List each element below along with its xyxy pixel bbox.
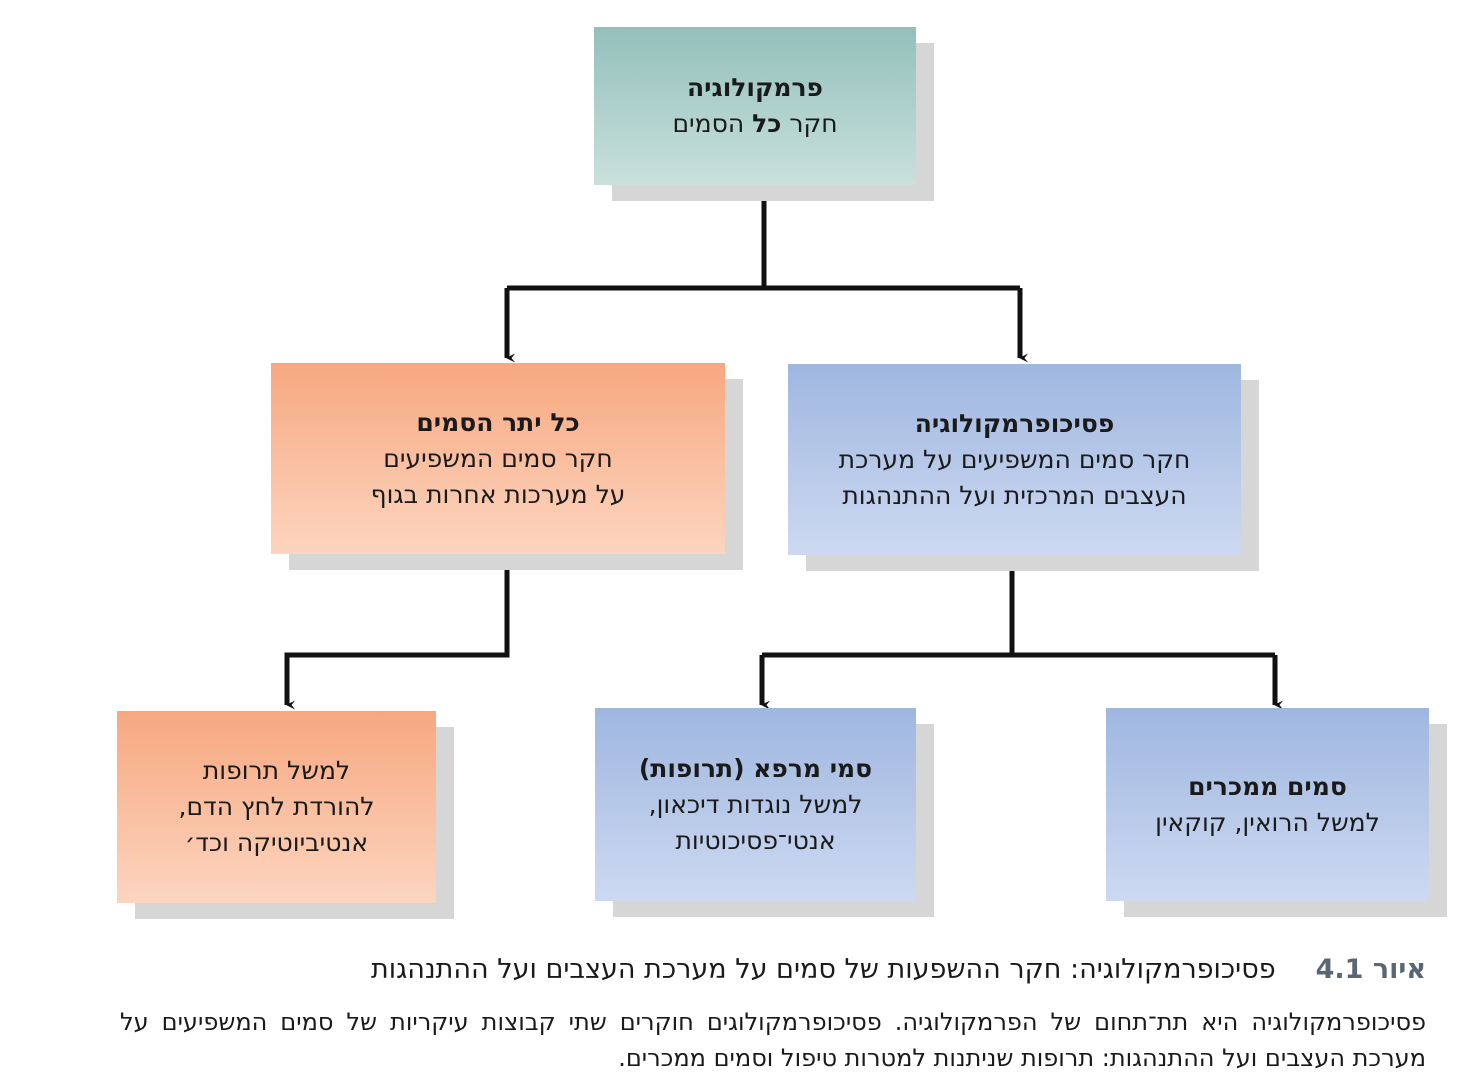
arrow-to-other-example <box>284 556 510 710</box>
box-medicinal-drugs: סמי מרפא (תרופות) למשל נוגדות דיכאון, אנ… <box>595 708 916 901</box>
line-suffix: הסמים <box>672 109 753 138</box>
box-line: למשל הרואין, קוקאין <box>1155 807 1380 837</box>
box-line: למשל נוגדות דיכאון, <box>648 789 863 819</box>
box-title: סמי מרפא (תרופות) <box>638 753 873 783</box>
box-line: להורדת לחץ הדם, <box>178 792 375 821</box>
box-line: העצבים המרכזית ועל ההתנהגות <box>842 480 1187 510</box>
box-line: אנטיביוטיקה וכד׳ <box>184 828 369 857</box>
box-other-drugs: כל יתר הסמים חקר סמים המשפיעים על מערכות… <box>271 363 725 554</box>
box-line: למשל תרופות <box>202 756 351 785</box>
box-title: פרמקולוגיה <box>687 73 823 102</box>
box-line: על מערכות אחרות בגוף <box>370 479 626 509</box>
box-title: פסיכופרמקולוגיה <box>914 408 1115 438</box>
box-psychopharmacology: פסיכופרמקולוגיה חקר סמים המשפיעים על מער… <box>788 364 1241 555</box>
line-emphasis: כל <box>752 109 782 138</box>
line-prefix: חקר <box>781 109 838 138</box>
box-other-example: למשל תרופות להורדת לחץ הדם, אנטיביוטיקה … <box>117 711 436 903</box>
figure-label-word: איור <box>1372 954 1426 985</box>
figure-caption: איור 4.1 פסיכופרמקולוגיה: חקר ההשפעות של … <box>126 950 1426 990</box>
box-line: חקר סמים המשפיעים <box>383 443 613 473</box>
box-pharmacology: פרמקולוגיה חקר כל הסמים <box>594 27 916 185</box>
figure-description: פסיכופרמקולוגיה היא תת־תחום של הפרמקולוג… <box>120 1008 1426 1072</box>
box-line: אנטי־פסיכוטיות <box>675 825 836 855</box>
box-title: סמים ממכרים <box>1188 771 1347 801</box>
box-title: כל יתר הסמים <box>416 407 580 437</box>
figure-number: 4.1 <box>1315 954 1364 985</box>
figure-title: פסיכופרמקולוגיה: חקר ההשפעות של סמים על … <box>370 954 1276 985</box>
box-line: חקר סמים המשפיעים על מערכת <box>838 444 1191 474</box>
box-line: חקר כל הסמים <box>672 106 837 142</box>
box-addictive-drugs: סמים ממכרים למשל הרואין, קוקאין <box>1106 708 1429 901</box>
figure-label: איור 4.1 <box>1316 954 1426 985</box>
